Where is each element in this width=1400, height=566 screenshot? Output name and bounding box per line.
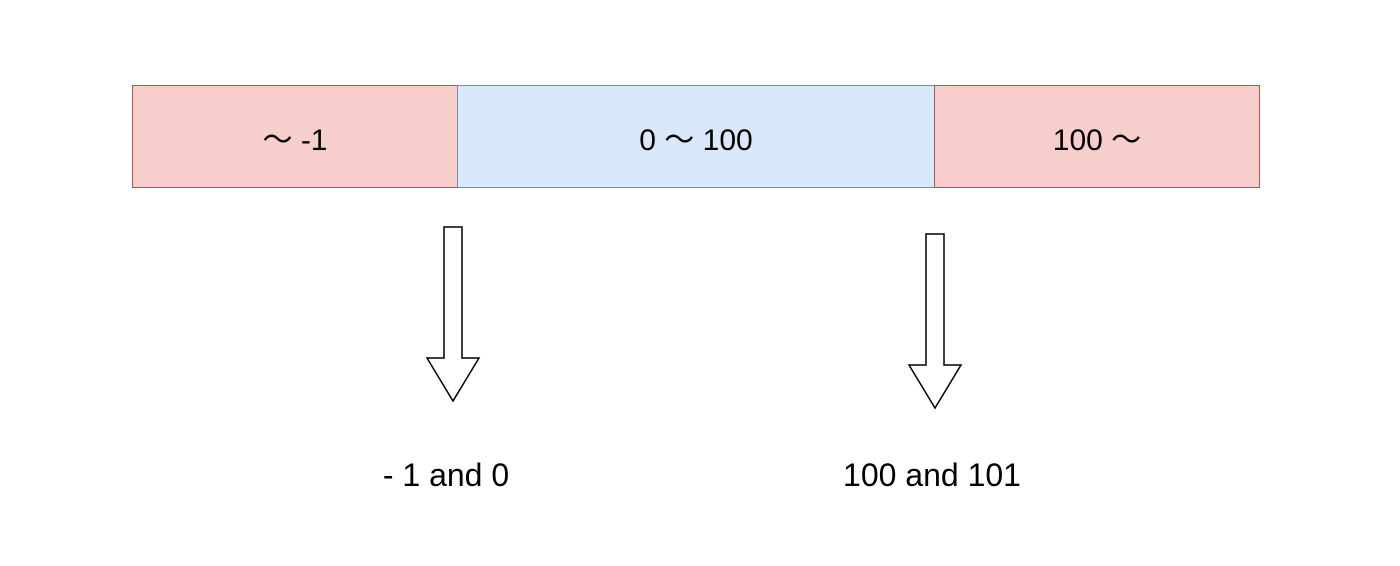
range-segment-valid: 0 ～ 100 [457, 85, 935, 188]
down-arrow-left-icon [425, 226, 481, 403]
segment-label: ～ -1 [262, 123, 328, 157]
down-arrow-right-icon [907, 233, 963, 410]
segment-label: 0 ～ 100 [639, 123, 753, 157]
boundary-label-upper: 100 and 101 [843, 456, 1021, 493]
range-segment-above-hundred: 100 ～ [934, 85, 1260, 188]
boundary-label-lower: - 1 and 0 [382, 456, 510, 493]
range-segment-below-zero: ～ -1 [132, 85, 458, 188]
segment-label: 100 ～ [1052, 123, 1142, 157]
